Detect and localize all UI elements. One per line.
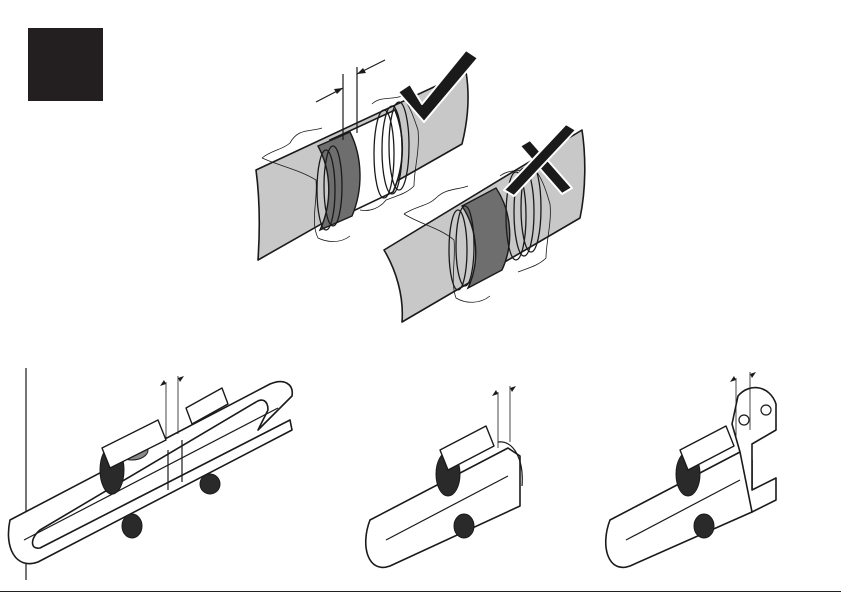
top-panel <box>256 50 585 322</box>
clamp-body-a3 <box>122 514 142 538</box>
clamp-body-c2 <box>694 514 714 538</box>
arrowhead-right <box>357 68 366 74</box>
arrowheads-a <box>160 376 184 386</box>
bottom-panel-b <box>366 386 523 567</box>
bottom-panel-c <box>606 372 776 567</box>
clamp-body-b2 <box>454 514 474 538</box>
arrowheads-c <box>730 372 756 382</box>
cut-pipe-a <box>8 382 292 564</box>
arrowheads-b <box>492 386 516 396</box>
page-bottom-rule <box>0 591 841 592</box>
bottom-panel-a <box>8 368 292 580</box>
arrowhead-left <box>334 88 343 94</box>
clamp-body-a2 <box>200 474 220 494</box>
